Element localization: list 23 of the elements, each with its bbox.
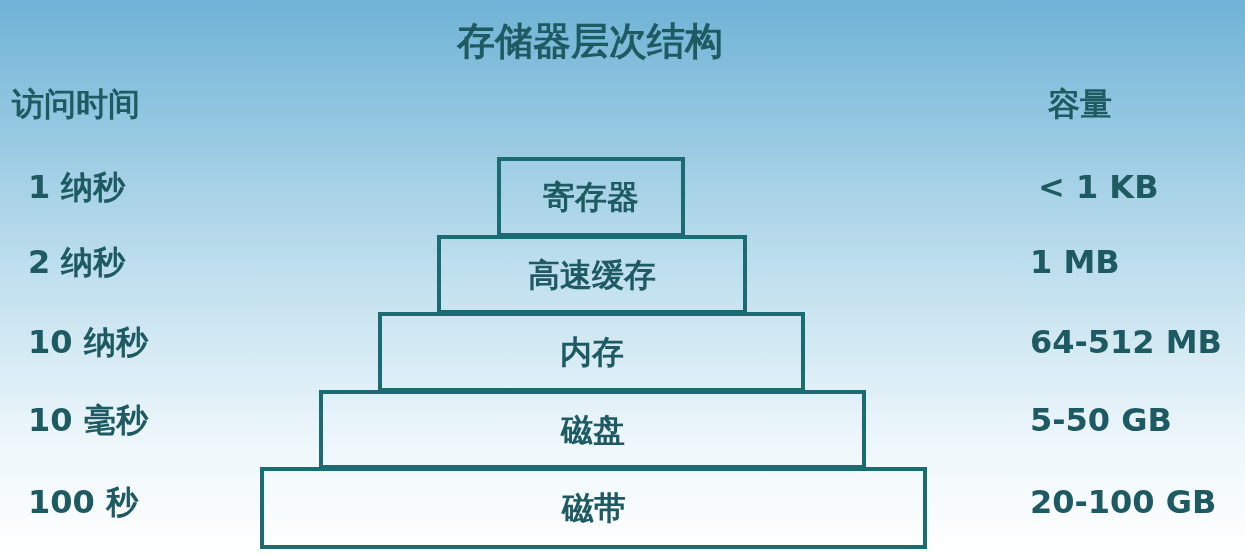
capacity-label: 20-100 GB <box>1030 482 1217 523</box>
column-header: 容量 <box>1048 84 1112 125</box>
pyramid-level-box <box>497 157 685 237</box>
access-time-label: 2 纳秒 <box>28 242 126 283</box>
level-label: 高速缓存 <box>528 254 656 296</box>
pyramid-level-box <box>437 235 747 314</box>
access-time-label: 10 纳秒 <box>28 322 148 363</box>
pyramid-level-box <box>319 390 866 469</box>
level-label: 磁带 <box>561 488 626 529</box>
capacity-label: 5-50 GB <box>1030 400 1172 441</box>
access-time-label: 1 纳秒 <box>28 167 126 208</box>
access-time-label: 100 秒 <box>28 482 138 523</box>
level-label: 磁盘 <box>560 409 625 451</box>
pyramid-level-box <box>378 312 805 392</box>
column-header: 访问时间 <box>12 84 140 125</box>
access-time-label: 10 毫秒 <box>28 400 148 441</box>
level-label: 内存 <box>559 332 624 373</box>
capacity-label: 1 MB <box>1030 242 1120 283</box>
capacity-label: < 1 KB <box>1038 167 1159 208</box>
diagram-title: 存储器层次结构 <box>455 18 724 65</box>
capacity-label: 64-512 MB <box>1030 322 1222 363</box>
level-label: 寄存器 <box>543 177 639 218</box>
pyramid-level-box <box>260 467 927 549</box>
